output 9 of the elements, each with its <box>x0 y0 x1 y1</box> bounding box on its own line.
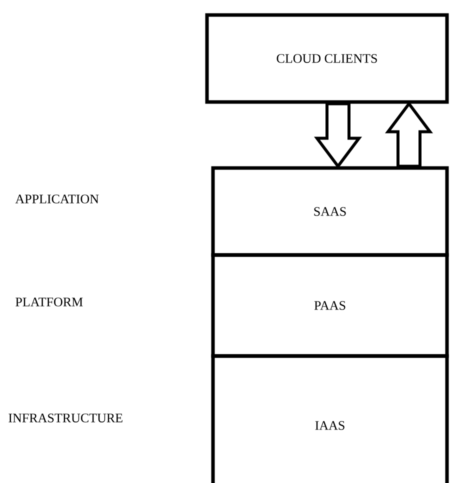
layer-label: INFRASTRUCTURE <box>8 414 122 422</box>
block-arrow <box>314 102 362 169</box>
layer-label: APPLICATION <box>15 194 99 204</box>
block-arrow <box>385 101 433 168</box>
client-box: CLOUD CLIENTS <box>205 13 449 104</box>
layer-box: PAAS <box>211 253 449 358</box>
layer-label: PLATFORM <box>16 298 83 306</box>
layer-box: IAAS <box>211 354 449 483</box>
layer-box: SAAS <box>211 166 449 257</box>
